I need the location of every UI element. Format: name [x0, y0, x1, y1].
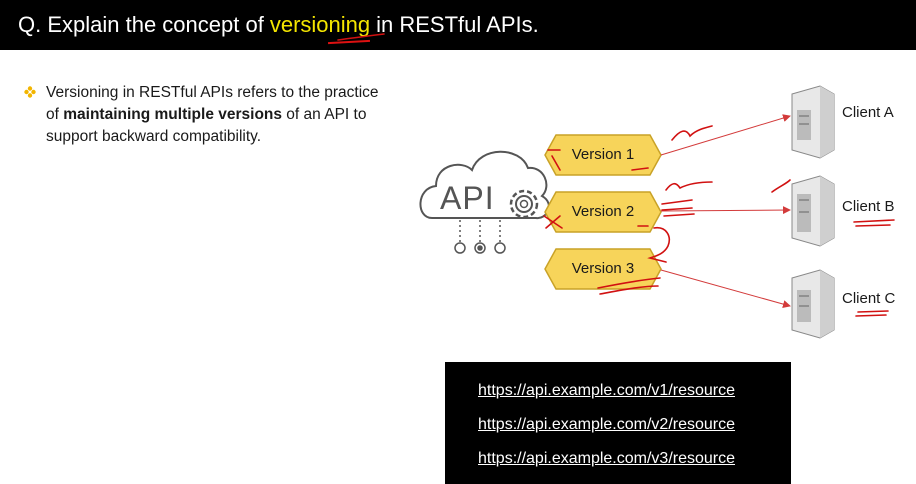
version-1-label: Version 1: [571, 146, 635, 163]
server-a-icon: [791, 85, 835, 159]
title-suffix: in RESTful APIs.: [376, 12, 539, 37]
gear-icon: [509, 189, 539, 219]
title-highlight: versioning: [269, 12, 371, 37]
url-v2-link[interactable]: https://api.example.com/v2/resource: [478, 416, 736, 433]
bullet-bold: maintaining multiple versions: [63, 106, 282, 123]
arrow-v2-to-client-b: [660, 206, 791, 215]
version-2-hexagon: [544, 191, 662, 233]
client-c-label: Client C: [842, 290, 896, 307]
bullet-point: Versioning in RESTful APIs refers to the…: [24, 82, 384, 148]
version-3-label: Version 3: [571, 260, 635, 277]
bullet-diamond-icon: [24, 86, 36, 98]
arrow-v3-to-client-c: [660, 269, 791, 308]
connector-nodes-icon: [454, 220, 506, 254]
slide-title: Q. Explain the concept of versioning in …: [0, 0, 916, 50]
arrow-v1-to-client-a: [660, 114, 791, 156]
api-label: API: [440, 180, 495, 216]
url-v3-link[interactable]: https://api.example.com/v3/resource: [478, 450, 736, 467]
client-a-label: Client A: [842, 104, 894, 121]
version-3-hexagon: [544, 248, 662, 290]
bullet-text-1: Versioning in RESTful APIs refers to the…: [46, 84, 379, 123]
version-1-hexagon: [544, 134, 662, 176]
url-examples-box: https://api.example.com/v1/resource http…: [445, 362, 791, 484]
title-prefix: Q. Explain the concept of: [18, 12, 264, 37]
url-v1-link[interactable]: https://api.example.com/v1/resource: [478, 382, 736, 399]
bullet-text-2: of an API to support backward compatibil…: [46, 106, 367, 145]
server-b-icon: [791, 175, 835, 247]
client-b-label: Client B: [842, 198, 895, 215]
server-c-icon: [791, 269, 835, 339]
version-2-label: Version 2: [571, 203, 635, 220]
